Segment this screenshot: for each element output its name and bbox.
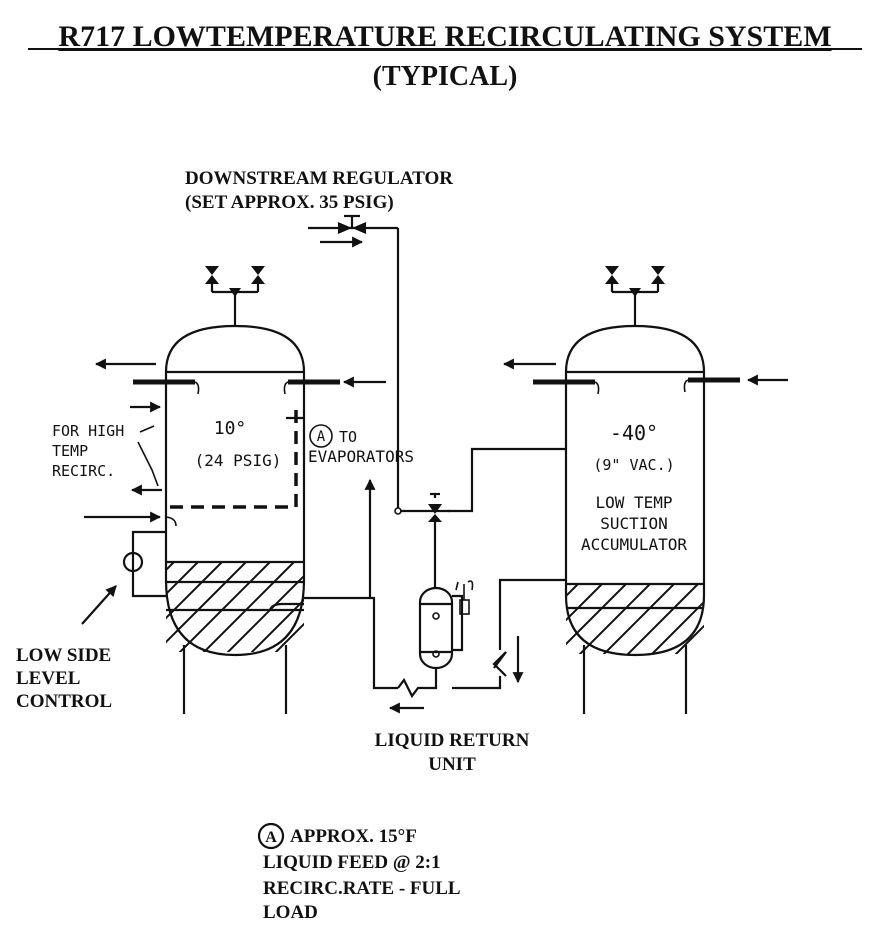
level-control-label-line3: CONTROL bbox=[16, 691, 112, 712]
high-temp-relief-valve-left-icon bbox=[205, 266, 219, 284]
low-temp-vessel-shell bbox=[564, 324, 706, 657]
low-temp-vessel-liquid-hatch bbox=[566, 584, 704, 654]
regulator-label-line2: (SET APPROX. 35 PSIG) bbox=[185, 192, 394, 213]
liquid-return-check-valve-icon bbox=[428, 504, 442, 522]
high-temp-recirc-label-line2: TEMP bbox=[52, 442, 88, 460]
low-temp-relief-valve-left-icon bbox=[605, 266, 619, 284]
low-temp-vessel-name-line1: LOW TEMP bbox=[595, 493, 672, 512]
page-title: R717 LOWTEMPERATURE RECIRCULATING SYSTEM bbox=[58, 20, 831, 53]
to-evaporators-marker: A bbox=[317, 429, 326, 445]
low-temp-relief-valve-icon bbox=[629, 288, 641, 297]
level-control-pointer-arrow bbox=[81, 585, 117, 625]
note-line2: LIQUID FEED @ 2:1 bbox=[263, 852, 441, 873]
low-temp-vessel bbox=[502, 266, 788, 714]
liquid-return-vessel bbox=[418, 586, 454, 670]
high-temp-relief-valve-icon bbox=[229, 288, 241, 297]
liquid-return-unit bbox=[370, 447, 566, 714]
note-a-marker-icon bbox=[309, 424, 333, 448]
low-temp-vessel-pressure: (9" VAC.) bbox=[593, 456, 674, 474]
high-temp-vessel-temperature: 10° bbox=[214, 418, 247, 439]
high-temp-relief-valve-right-icon bbox=[251, 266, 265, 284]
high-temp-recirc-label-line1: FOR HIGH bbox=[52, 422, 124, 440]
high-temp-recirc-label-line3: RECIRC. bbox=[52, 462, 115, 480]
downstream-regulator bbox=[308, 214, 424, 515]
liquid-return-label-line1: LIQUID RETURN bbox=[375, 730, 530, 751]
evaporator-feed-line bbox=[304, 478, 376, 600]
high-temp-vessel-liquid-hatch bbox=[166, 562, 304, 652]
liquid-return-label-line2: UNIT bbox=[428, 754, 476, 775]
high-temp-internal-dip-pipe bbox=[170, 410, 298, 509]
low-temp-vessel-name-line3: ACCUMULATOR bbox=[581, 535, 687, 554]
low-temp-relief-valve-right-icon bbox=[651, 266, 665, 284]
note-line4: LOAD bbox=[263, 902, 318, 923]
regulator-label-line1: DOWNSTREAM REGULATOR bbox=[185, 168, 453, 189]
note-line3: RECIRC.RATE - FULL bbox=[263, 878, 461, 899]
high-temp-vessel bbox=[81, 266, 386, 714]
note-line1: APPROX. 15°F bbox=[290, 826, 417, 847]
to-evaporators-label-line2: EVAPORATORS bbox=[308, 447, 414, 466]
low-temp-vessel-name-line2: SUCTION bbox=[600, 514, 667, 533]
to-evaporators-label-line1: TO bbox=[339, 428, 357, 446]
note-marker-icon bbox=[257, 822, 285, 850]
high-temp-vessel-pressure: (24 PSIG) bbox=[195, 451, 282, 470]
level-control-label-line1: LOW SIDE bbox=[16, 645, 111, 666]
low-temp-vessel-temperature: -40° bbox=[610, 421, 658, 445]
level-control-piping bbox=[131, 530, 166, 598]
high-temp-recirc-leader bbox=[137, 425, 159, 487]
note-marker: A bbox=[265, 829, 277, 846]
level-control-float-icon bbox=[122, 551, 144, 573]
page-subtitle: (TYPICAL) bbox=[373, 61, 518, 92]
high-temp-vessel-shell bbox=[164, 324, 306, 657]
level-control-label-line2: LEVEL bbox=[16, 668, 80, 689]
